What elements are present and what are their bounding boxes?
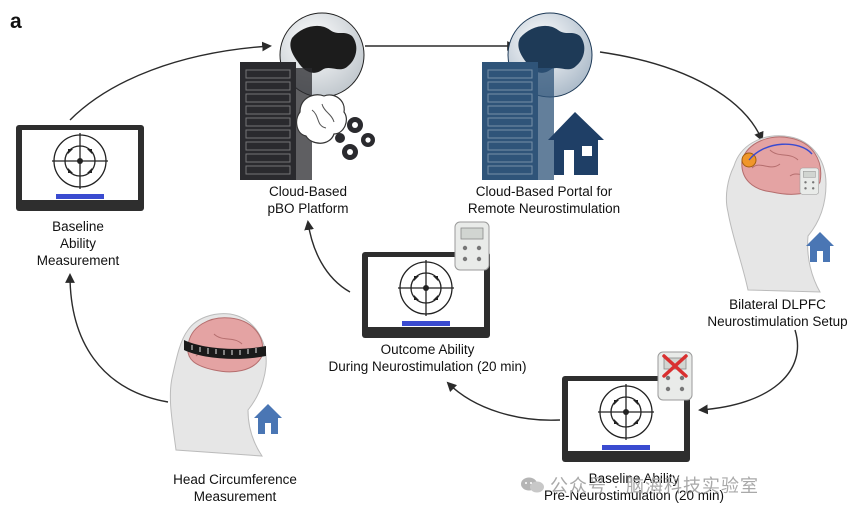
prestim-device-icon [657, 351, 693, 401]
prestim-label: Baseline Ability Pre-Neurostimulation (2… [543, 471, 725, 503]
watermark: 公众号 · 脑海科技实验室 [520, 472, 759, 498]
head-circumference-icon [169, 313, 282, 457]
arrow-baseline-to-cloud [69, 41, 272, 121]
arrow-portal-to-dlpfc [599, 51, 764, 142]
panel-label: a [10, 10, 22, 33]
baseline-screen-icon [15, 124, 145, 212]
dlpfc-head-icon [725, 135, 834, 293]
arrow-headcirc-to-baseline [65, 273, 169, 403]
watermark-text: 公众号 · 脑海科技实验室 [550, 476, 759, 496]
dlpfc-label: Bilateral DLPFC Neurostimulation Setup [707, 297, 848, 329]
arrow-outcome-to-cloud [304, 220, 351, 293]
portal-icon [481, 12, 604, 181]
outcome-label: Outcome Ability During Neurostimulation … [328, 342, 527, 374]
baseline-label: Baseline Ability Measurement [36, 219, 120, 268]
wechat-icon [521, 477, 544, 493]
head-circumference-label: Head Circumference Measurement [173, 472, 297, 504]
outcome-device-icon [454, 221, 490, 271]
cloud-platform-label: Cloud-Based pBO Platform [267, 184, 349, 216]
arrow-dlpfc-to-prestim [698, 329, 799, 415]
arrow-prestim-to-outcome [446, 381, 561, 421]
portal-label: Cloud-Based Portal for Remote Neurostimu… [467, 184, 621, 216]
cloud-platform-icon [239, 12, 375, 181]
